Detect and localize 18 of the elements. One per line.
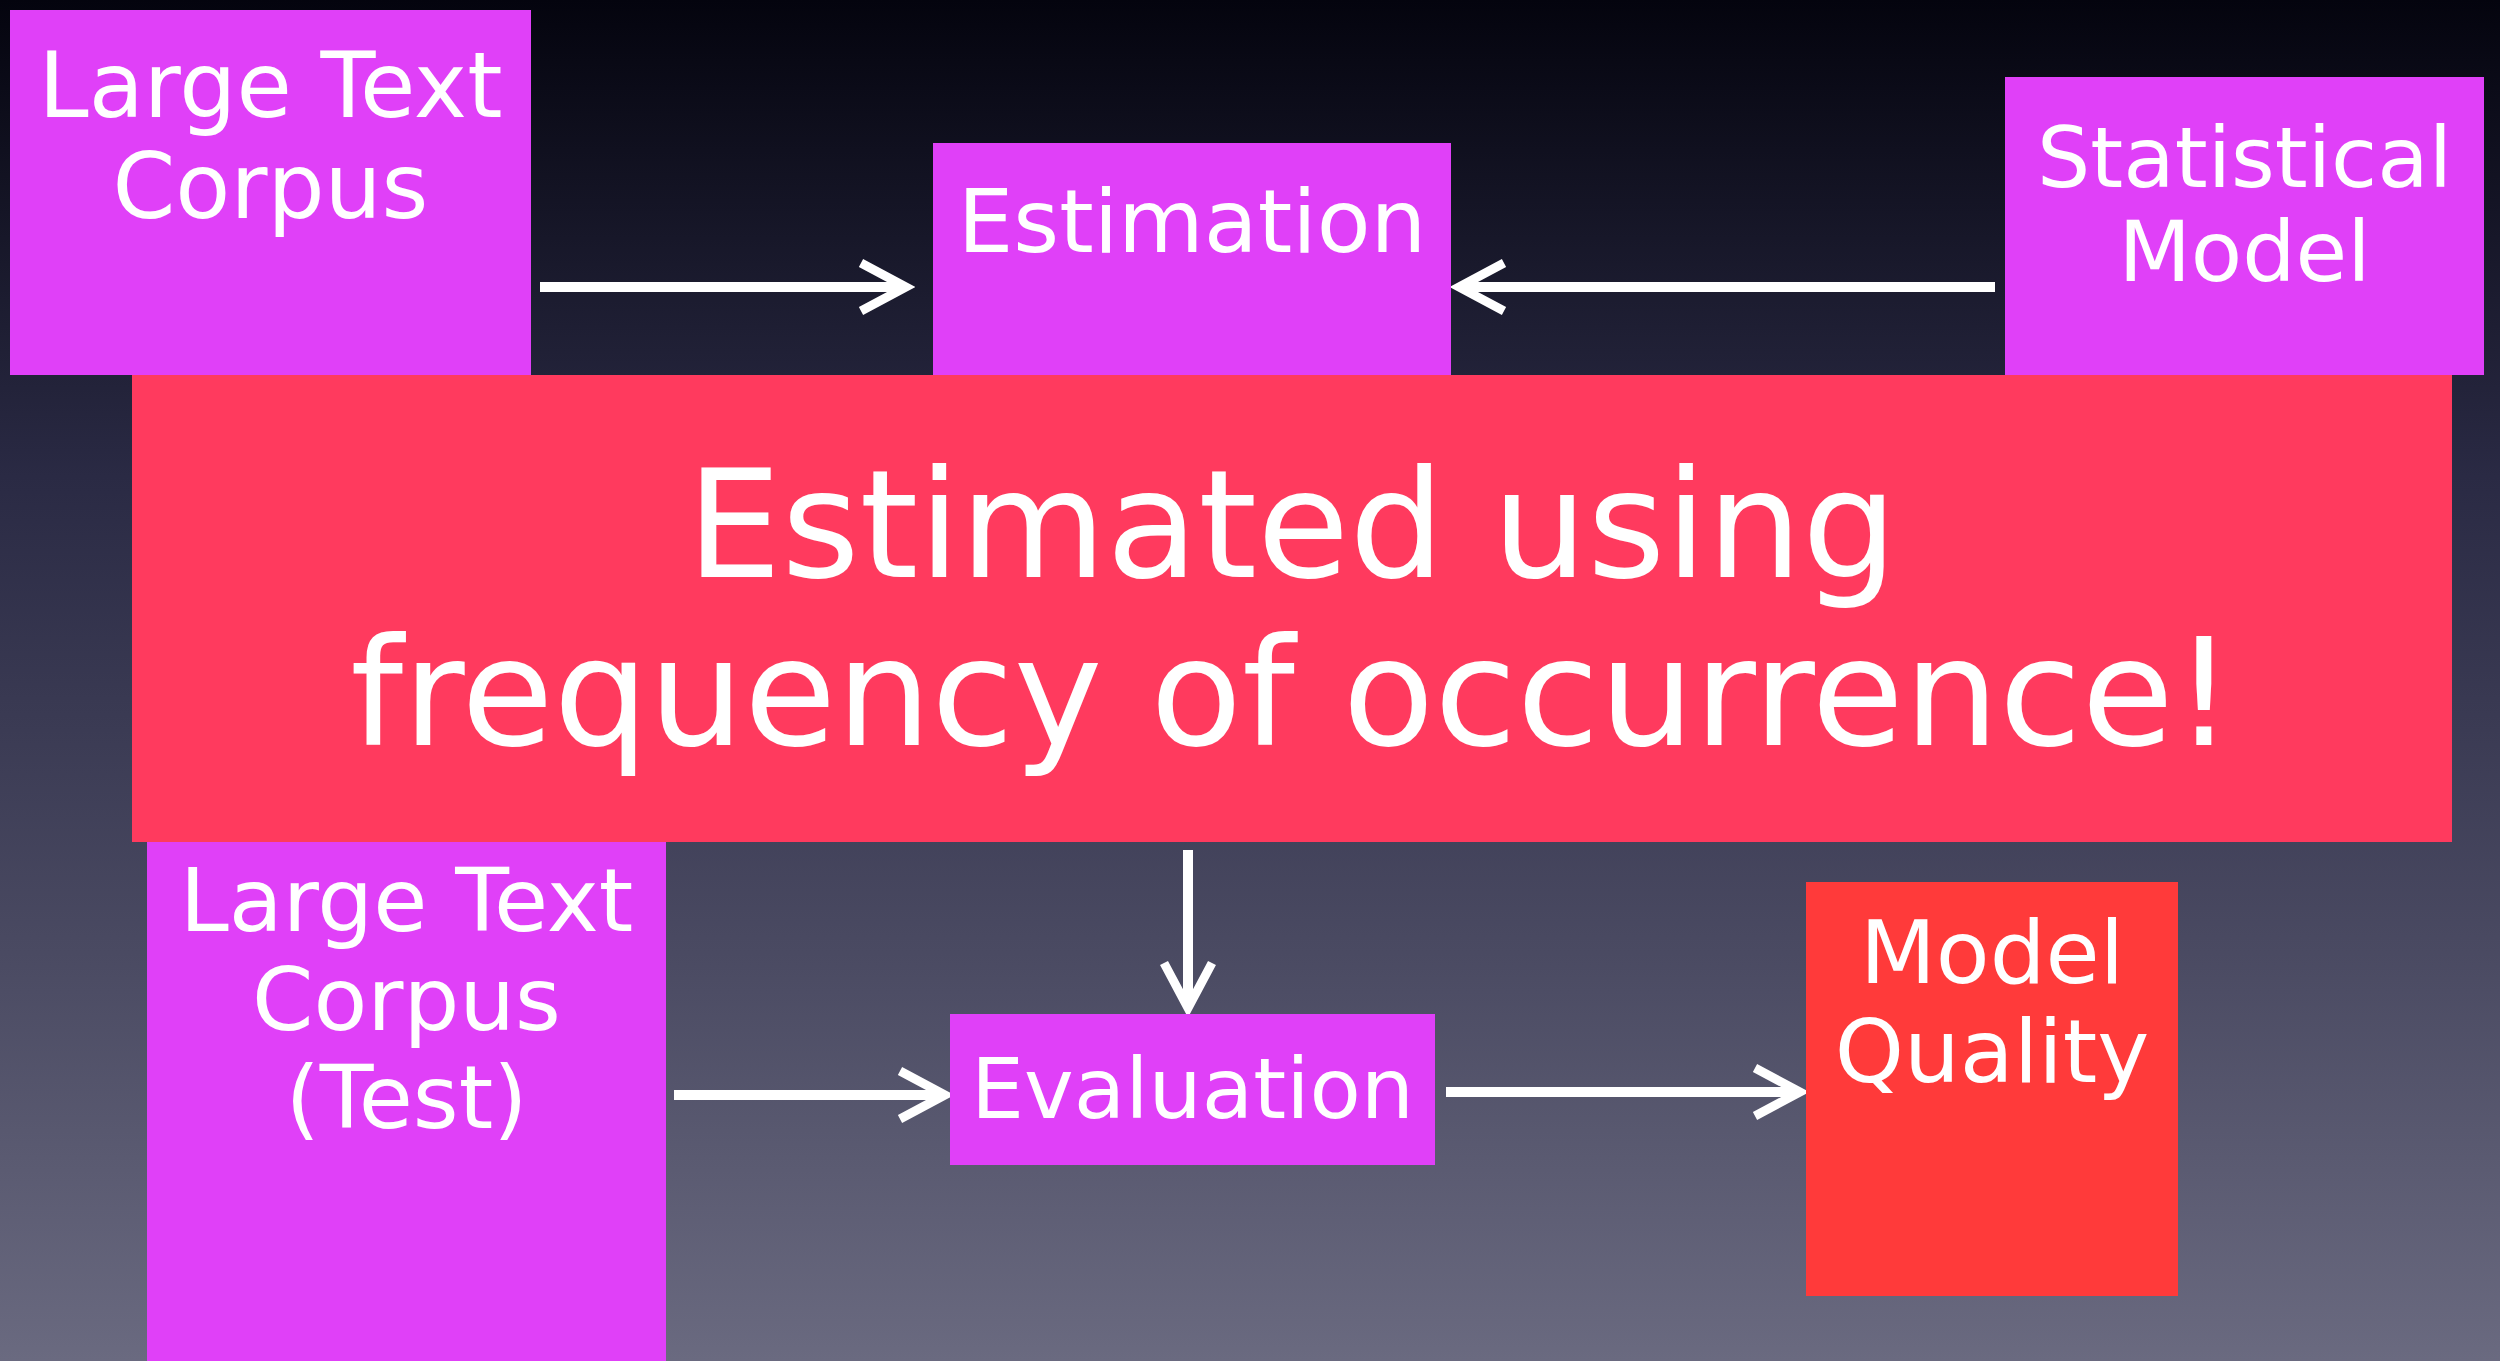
process-box <box>2005 77 2484 375</box>
process-box <box>950 1014 1435 1165</box>
node-label: Statistical Model <box>2035 111 2453 300</box>
node-label: Estimated using frequency of occurrence! <box>349 440 2235 777</box>
arrow <box>1159 850 1217 1013</box>
result-box <box>1806 882 2178 1296</box>
node-label: Large Text Corpus <box>37 36 504 238</box>
arrow <box>674 1066 950 1124</box>
node-label: Large Text Corpus (Test) <box>178 852 635 1148</box>
process-box <box>933 143 1451 375</box>
process-box <box>147 842 666 1361</box>
node-label: Model Quality <box>1833 904 2151 1102</box>
node-label: Estimation <box>957 173 1427 272</box>
process-box <box>10 10 531 375</box>
node-label: Evaluation <box>970 1042 1415 1137</box>
arrow <box>1454 258 1995 316</box>
callout-banner <box>132 375 2452 842</box>
arrow <box>1446 1063 1805 1121</box>
